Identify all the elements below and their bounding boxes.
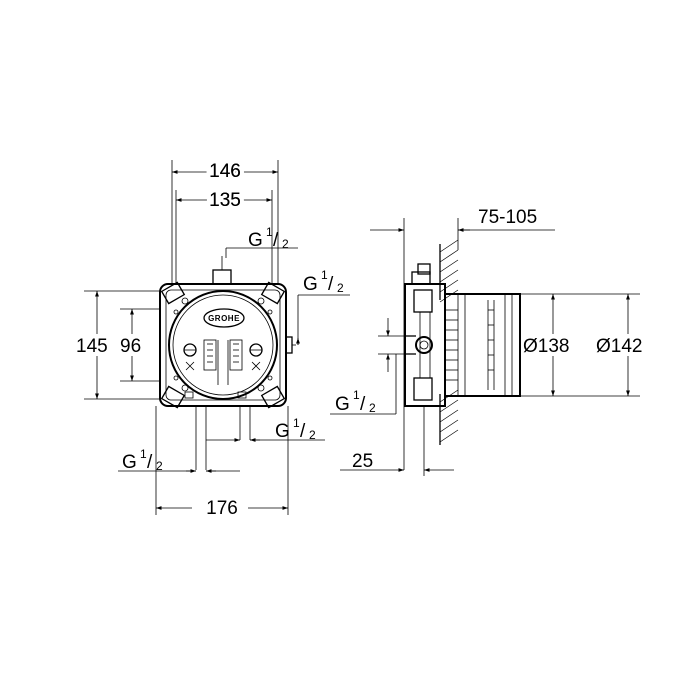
svg-text:176: 176 — [206, 498, 238, 519]
svg-text:G: G — [303, 274, 318, 295]
svg-text:1: 1 — [140, 447, 147, 461]
svg-text:135: 135 — [209, 190, 241, 211]
corner-tabs — [160, 281, 286, 409]
svg-text:2: 2 — [282, 237, 289, 251]
svg-text:146: 146 — [209, 161, 241, 182]
mounting-box — [159, 283, 287, 407]
dim-96: 96 — [120, 309, 146, 381]
dim-146: 146 146 — [172, 157, 278, 186]
thread-label-top: G 1 / 2 — [225, 225, 298, 258]
svg-text:Ø142: Ø142 — [596, 336, 642, 357]
svg-text:G: G — [248, 230, 263, 251]
svg-text:/: / — [273, 230, 279, 251]
svg-text:G: G — [335, 394, 350, 415]
svg-text:2: 2 — [369, 401, 376, 415]
svg-text:G: G — [275, 421, 290, 442]
svg-text:Ø138: Ø138 — [523, 336, 569, 357]
thread-label-bottom-left: G 1 / 2 — [118, 447, 240, 473]
svg-text:96: 96 — [120, 336, 141, 357]
thread-label-bottom-right: G 1 / 2 — [206, 416, 325, 442]
dim-diameter-142: Ø142 — [596, 294, 660, 396]
valve-details — [183, 339, 263, 399]
svg-text:1: 1 — [266, 225, 273, 239]
svg-text:2: 2 — [309, 428, 316, 442]
thread-label-side: G 1 / 2 — [330, 354, 397, 415]
box-side — [404, 283, 446, 407]
front-view: 146 146 135 135 G 1 / 2 — [76, 157, 350, 519]
svg-text:/: / — [300, 421, 306, 442]
valve-circle — [168, 290, 278, 400]
side-view: 75-105 — [330, 207, 660, 476]
svg-text:2: 2 — [337, 281, 344, 295]
svg-text:25: 25 — [352, 451, 373, 472]
brand-logo: GROHE — [203, 308, 245, 328]
svg-text:75-105: 75-105 — [478, 207, 537, 228]
svg-text:1: 1 — [321, 268, 328, 282]
svg-text:1: 1 — [353, 388, 360, 402]
svg-text:/: / — [360, 394, 366, 415]
thread-label-right: G 1 / 2 — [296, 268, 350, 345]
svg-text:2: 2 — [156, 459, 163, 473]
dim-145: 145 — [76, 291, 120, 399]
dim-75-105: 75-105 — [370, 207, 555, 470]
svg-text:GROHE: GROHE — [208, 314, 240, 323]
svg-text:/: / — [328, 274, 334, 295]
svg-text:135: 135 — [209, 190, 241, 211]
svg-text:146: 146 — [209, 161, 241, 182]
dim-25: 25 — [340, 406, 454, 476]
wall-hatch — [439, 239, 459, 445]
plaster-guard — [444, 293, 521, 397]
svg-text:/: / — [147, 452, 153, 473]
svg-text:1: 1 — [293, 416, 300, 430]
dim-diameter-138: Ø138 — [523, 294, 587, 396]
dim-176: 176 — [156, 496, 288, 519]
dim-135: 135 135 — [176, 186, 272, 215]
side-connection — [415, 336, 433, 354]
svg-text:145: 145 — [76, 336, 108, 357]
svg-text:G: G — [122, 452, 137, 473]
